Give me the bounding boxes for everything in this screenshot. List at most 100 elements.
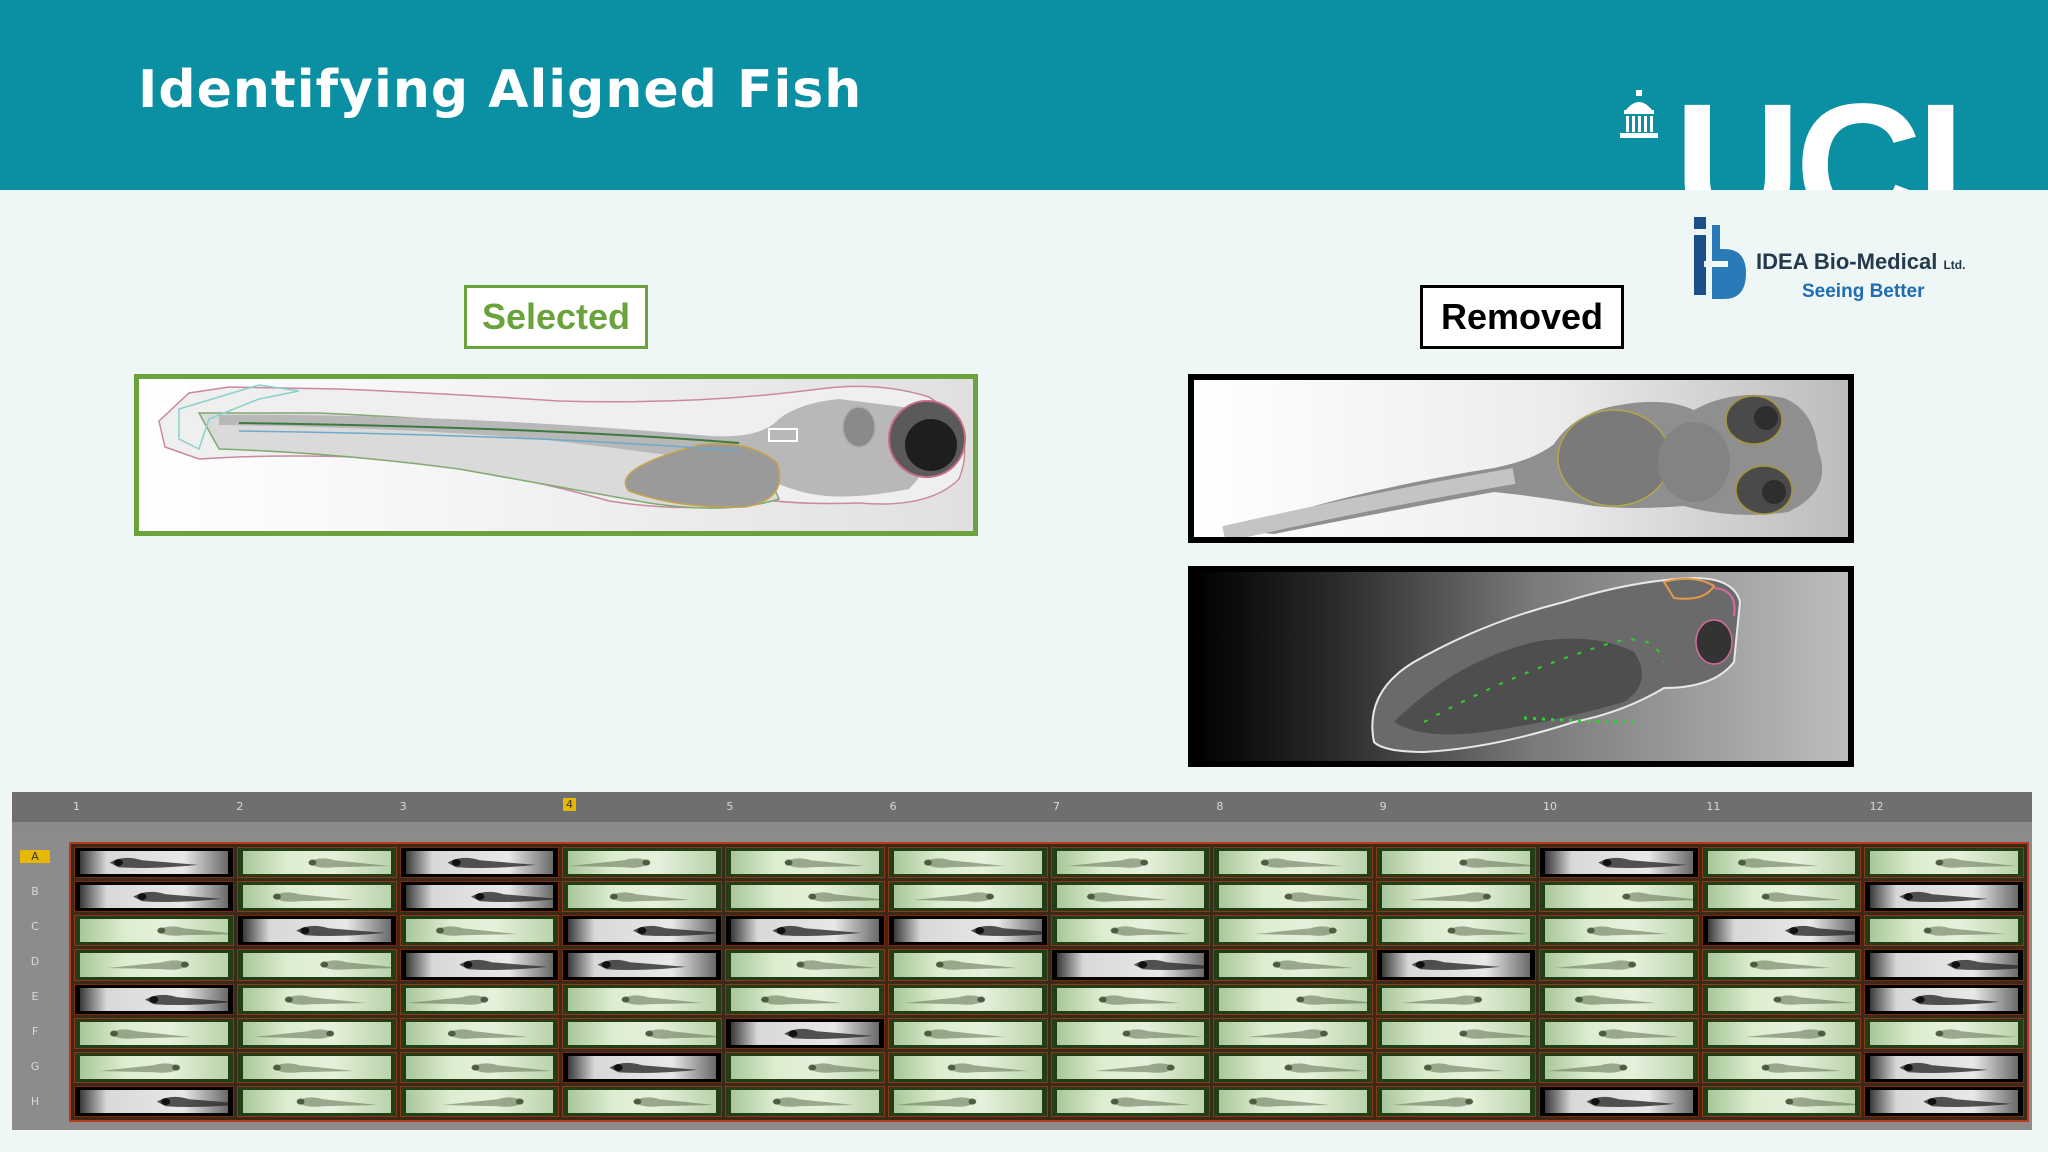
well-E4[interactable] bbox=[562, 983, 722, 1015]
well-E12[interactable] bbox=[1864, 983, 2024, 1015]
well-H4[interactable] bbox=[562, 1085, 722, 1117]
well-C10[interactable] bbox=[1538, 915, 1699, 947]
well-H10[interactable] bbox=[1538, 1085, 1699, 1117]
well-C6[interactable] bbox=[887, 915, 1048, 947]
well-B2[interactable] bbox=[236, 881, 397, 913]
well-B3[interactable] bbox=[399, 881, 560, 913]
well-F11[interactable] bbox=[1701, 1017, 1862, 1049]
row-header-B[interactable]: B bbox=[31, 885, 39, 898]
well-G3[interactable] bbox=[399, 1051, 560, 1083]
well-B7[interactable] bbox=[1050, 881, 1211, 913]
well-C3[interactable] bbox=[399, 915, 560, 947]
well-H1[interactable] bbox=[74, 1085, 234, 1117]
column-header-1[interactable]: 1 bbox=[73, 800, 80, 813]
well-G8[interactable] bbox=[1213, 1051, 1373, 1083]
well-F1[interactable] bbox=[74, 1017, 234, 1049]
column-header-10[interactable]: 10 bbox=[1543, 800, 1557, 813]
well-D4[interactable] bbox=[562, 949, 722, 981]
well-D1[interactable] bbox=[74, 949, 234, 981]
well-G12[interactable] bbox=[1864, 1051, 2024, 1083]
well-F2[interactable] bbox=[236, 1017, 397, 1049]
well-D3[interactable] bbox=[399, 949, 560, 981]
well-C9[interactable] bbox=[1376, 915, 1536, 947]
well-F3[interactable] bbox=[399, 1017, 560, 1049]
well-G2[interactable] bbox=[236, 1051, 397, 1083]
column-header-7[interactable]: 7 bbox=[1053, 800, 1060, 813]
well-G11[interactable] bbox=[1701, 1051, 1862, 1083]
well-E5[interactable] bbox=[725, 983, 885, 1015]
well-F7[interactable] bbox=[1050, 1017, 1211, 1049]
well-A2[interactable] bbox=[236, 847, 397, 879]
well-B5[interactable] bbox=[725, 881, 885, 913]
column-header-4[interactable]: 4 bbox=[563, 798, 576, 811]
well-C7[interactable] bbox=[1050, 915, 1211, 947]
well-E10[interactable] bbox=[1538, 983, 1699, 1015]
column-header-9[interactable]: 9 bbox=[1379, 800, 1387, 813]
well-G4[interactable] bbox=[562, 1051, 722, 1083]
well-H12[interactable] bbox=[1864, 1085, 2024, 1117]
well-H6[interactable] bbox=[887, 1085, 1048, 1117]
well-G1[interactable] bbox=[74, 1051, 234, 1083]
column-header-2[interactable]: 2 bbox=[236, 800, 244, 813]
well-A7[interactable] bbox=[1050, 847, 1211, 879]
row-header-E[interactable]: E bbox=[31, 990, 39, 1003]
well-A4[interactable] bbox=[562, 847, 722, 879]
well-C2[interactable] bbox=[236, 915, 397, 947]
well-H11[interactable] bbox=[1701, 1085, 1862, 1117]
well-B11[interactable] bbox=[1701, 881, 1862, 913]
well-A3[interactable] bbox=[399, 847, 560, 879]
well-G10[interactable] bbox=[1538, 1051, 1699, 1083]
well-E8[interactable] bbox=[1213, 983, 1373, 1015]
well-A12[interactable] bbox=[1864, 847, 2024, 879]
well-C12[interactable] bbox=[1864, 915, 2024, 947]
row-header-C[interactable]: C bbox=[31, 920, 39, 933]
well-G5[interactable] bbox=[725, 1051, 885, 1083]
row-header-H[interactable]: H bbox=[30, 1095, 40, 1108]
well-E1[interactable] bbox=[74, 983, 234, 1015]
well-B12[interactable] bbox=[1864, 881, 2024, 913]
well-F8[interactable] bbox=[1213, 1017, 1373, 1049]
well-A8[interactable] bbox=[1213, 847, 1373, 879]
well-D8[interactable] bbox=[1213, 949, 1373, 981]
well-D7[interactable] bbox=[1050, 949, 1211, 981]
well-H7[interactable] bbox=[1050, 1085, 1211, 1117]
column-header-8[interactable]: 8 bbox=[1216, 800, 1224, 813]
well-E6[interactable] bbox=[887, 983, 1048, 1015]
well-D10[interactable] bbox=[1538, 949, 1699, 981]
well-B6[interactable] bbox=[887, 881, 1048, 913]
well-A1[interactable] bbox=[74, 847, 234, 879]
well-H3[interactable] bbox=[399, 1085, 560, 1117]
column-header-12[interactable]: 12 bbox=[1869, 800, 1884, 813]
well-D2[interactable] bbox=[236, 949, 397, 981]
well-D11[interactable] bbox=[1701, 949, 1862, 981]
row-header-A[interactable]: A bbox=[20, 850, 50, 863]
well-C8[interactable] bbox=[1213, 915, 1373, 947]
well-C4[interactable] bbox=[562, 915, 722, 947]
well-E3[interactable] bbox=[399, 983, 560, 1015]
well-F4[interactable] bbox=[562, 1017, 722, 1049]
well-A5[interactable] bbox=[725, 847, 885, 879]
well-H8[interactable] bbox=[1213, 1085, 1373, 1117]
row-header-D[interactable]: D bbox=[30, 955, 40, 968]
column-header-5[interactable]: 5 bbox=[726, 800, 734, 813]
well-E2[interactable] bbox=[236, 983, 397, 1015]
well-G7[interactable] bbox=[1050, 1051, 1211, 1083]
well-G9[interactable] bbox=[1376, 1051, 1536, 1083]
well-F5[interactable] bbox=[725, 1017, 885, 1049]
column-header-11[interactable]: 11 bbox=[1706, 800, 1721, 813]
well-E7[interactable] bbox=[1050, 983, 1211, 1015]
well-E11[interactable] bbox=[1701, 983, 1862, 1015]
well-A9[interactable] bbox=[1376, 847, 1536, 879]
well-H2[interactable] bbox=[236, 1085, 397, 1117]
well-G6[interactable] bbox=[887, 1051, 1048, 1083]
well-D12[interactable] bbox=[1864, 949, 2024, 981]
well-B8[interactable] bbox=[1213, 881, 1373, 913]
well-H5[interactable] bbox=[725, 1085, 885, 1117]
row-header-G[interactable]: G bbox=[30, 1060, 40, 1073]
well-F6[interactable] bbox=[887, 1017, 1048, 1049]
well-F12[interactable] bbox=[1864, 1017, 2024, 1049]
well-A6[interactable] bbox=[887, 847, 1048, 879]
well-F9[interactable] bbox=[1376, 1017, 1536, 1049]
well-A10[interactable] bbox=[1538, 847, 1699, 879]
column-header-6[interactable]: 6 bbox=[889, 800, 897, 813]
